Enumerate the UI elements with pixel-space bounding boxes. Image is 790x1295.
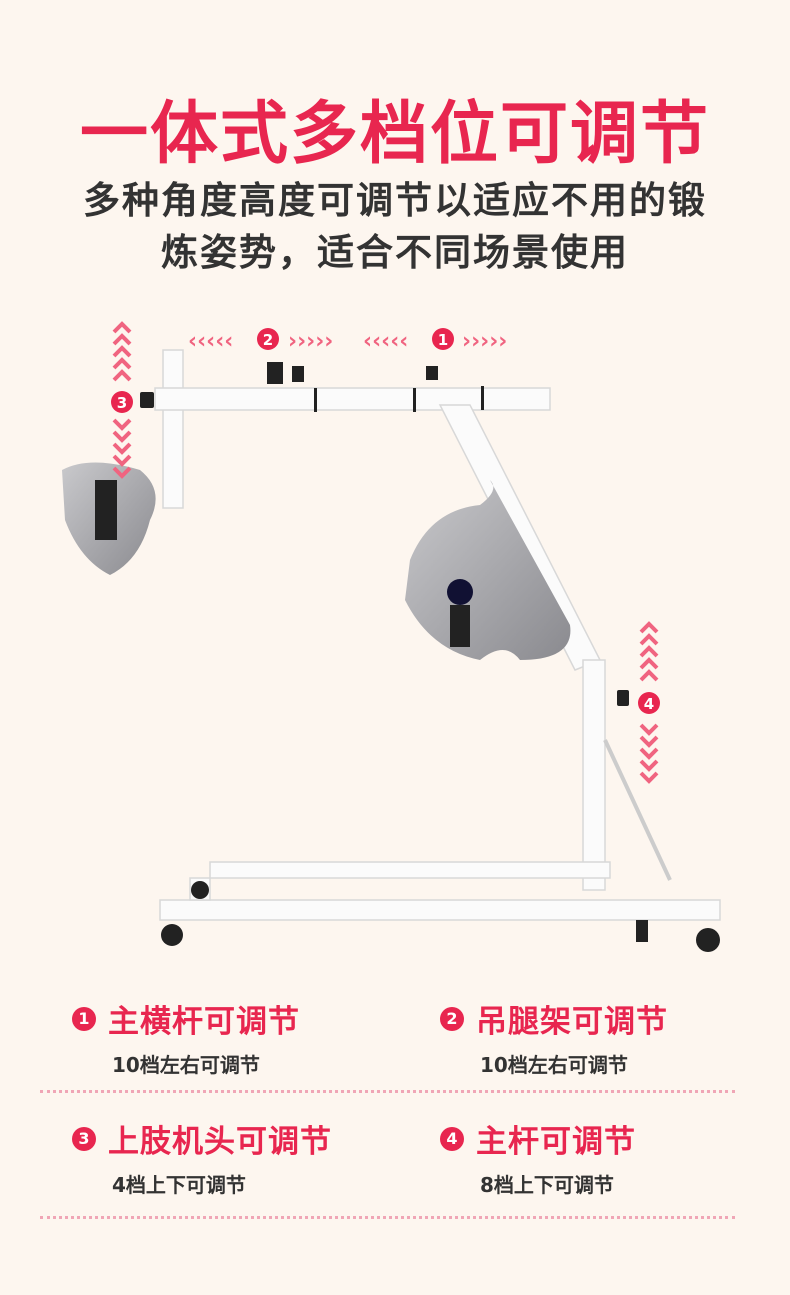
exercise-machine-illustration: ‹‹‹‹‹ ››››› ‹‹‹‹‹ ››››› 2 1 3 4	[62, 321, 721, 952]
divider	[40, 1090, 735, 1093]
arrows-right-2: ›››››	[288, 329, 333, 354]
feature-title: 吊腿架可调节	[476, 1004, 668, 1040]
number-badge: 1	[72, 1006, 96, 1031]
divider	[40, 1216, 735, 1219]
feature-title: 上肢机头可调节	[108, 1124, 332, 1160]
arrows-left-1: ‹‹‹‹‹	[363, 329, 408, 354]
feature-desc: 4档上下可调节	[112, 1173, 246, 1197]
feature-desc: 10档左右可调节	[112, 1053, 260, 1077]
arrows-right-1: ›››››	[462, 329, 507, 354]
marker-1: 1	[438, 331, 448, 349]
feature-desc: 8档上下可调节	[480, 1173, 614, 1197]
headline: 一体式多档位可调节	[79, 95, 710, 174]
number-badge: 2	[440, 1006, 464, 1031]
marker-2: 2	[263, 331, 273, 349]
leg-pedal-unit	[405, 480, 571, 660]
arrows-left-2: ‹‹‹‹‹	[188, 329, 233, 354]
number-badge: 3	[72, 1126, 96, 1151]
feature-title: 主横杆可调节	[108, 1004, 300, 1040]
number-badge: 4	[440, 1126, 464, 1151]
feature-desc: 10档左右可调节	[480, 1053, 628, 1077]
feature-title: 主杆可调节	[476, 1124, 636, 1160]
feature-2: 2 吊腿架可调节 10档左右可调节	[440, 996, 770, 1078]
marker-4: 4	[644, 695, 654, 713]
feature-1: 1 主横杆可调节 10档左右可调节	[72, 996, 402, 1078]
subtitle-line-1: 多种角度高度可调节以适应不用的锻	[83, 179, 707, 222]
marker-3: 3	[117, 394, 127, 412]
feature-4: 4 主杆可调节 8档上下可调节	[440, 1116, 770, 1198]
subtitle-line-2: 炼姿势，适合不同场景使用	[161, 231, 629, 274]
feature-3: 3 上肢机头可调节 4档上下可调节	[72, 1116, 402, 1198]
